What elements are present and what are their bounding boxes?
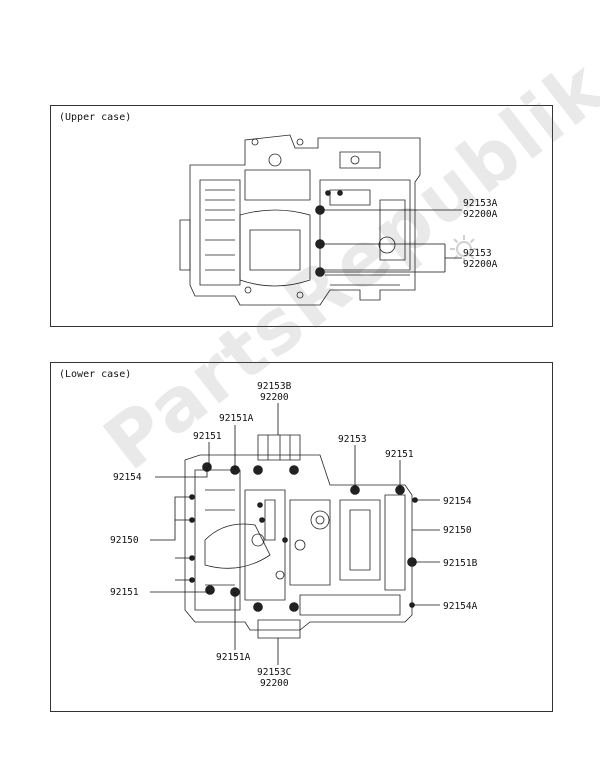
lower-crankcase-drawing [150,403,440,665]
label-92151A-top: 92151A [219,413,254,424]
label-92151-left: 92151 [110,587,139,598]
label-92200-bottom: 92200 [260,678,289,689]
lower-case-panel: (Lower case) [50,362,553,712]
upper-case-title: (Upper case) [59,112,132,123]
label-92200A-upper-2: 92200A [463,259,498,270]
label-92153: 92153 [463,248,492,259]
lower-case-title: (Lower case) [59,369,132,380]
gear-icon [450,235,478,263]
label-92151-top: 92151 [193,431,222,442]
label-92151-right: 92151 [385,449,414,460]
label-92151B: 92151B [443,558,478,569]
label-92153C: 92153C [257,667,291,678]
label-92153B: 92153B [257,381,292,392]
label-92154-right: 92154 [443,496,472,507]
label-92151A-bottom: 92151A [216,652,251,663]
upper-crankcase-drawing [179,134,462,306]
label-92200-top: 92200 [260,392,289,403]
upper-case-panel: (Upper case) [50,105,553,327]
label-92154A: 92154A [443,601,478,612]
label-92150-right: 92150 [443,525,472,536]
label-92150-left: 92150 [110,535,139,546]
label-92153-right: 92153 [338,434,367,445]
label-92154-left: 92154 [113,472,142,483]
label-92200A-upper-1: 92200A [463,209,498,220]
label-92153A: 92153A [463,198,498,209]
